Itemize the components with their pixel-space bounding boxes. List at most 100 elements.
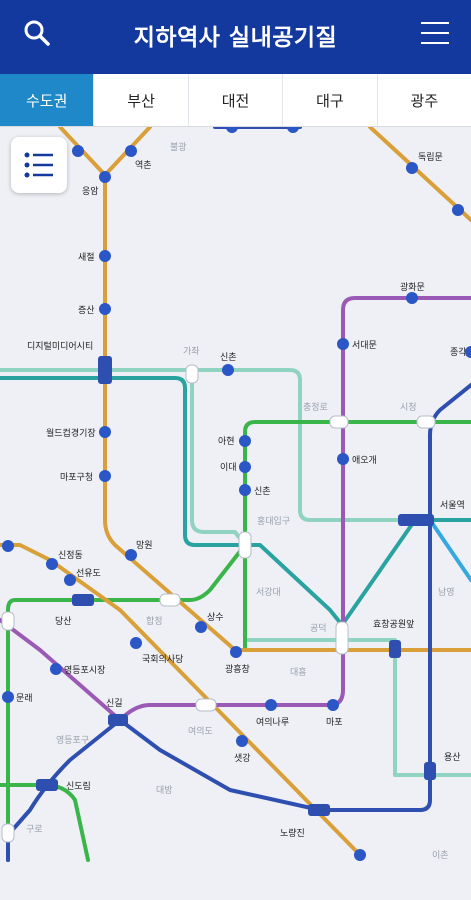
station-dot-dokbawi[interactable] xyxy=(406,162,418,174)
transfer-hapjeong[interactable] xyxy=(159,593,181,607)
app-header: 지하역사 실내공기질 xyxy=(0,0,471,74)
label-daeheung: 대흥 xyxy=(290,666,307,678)
region-tabs: 수도권 부산 대전 대구 광주 xyxy=(0,74,471,127)
label-aeogae: 애오개 xyxy=(352,455,377,466)
label-seogang: 서강대 xyxy=(256,587,281,598)
label-eungam: 응암 xyxy=(82,185,99,197)
transfer-noryangjin[interactable] xyxy=(308,804,330,816)
station-dot-gwangheungchang[interactable] xyxy=(230,646,242,658)
label-mullae: 문래 xyxy=(16,693,33,704)
line-4-lightblue xyxy=(428,518,471,582)
station-dot-ewha[interactable] xyxy=(239,461,251,473)
station-dot-mapo[interactable] xyxy=(327,699,339,711)
label-yeokchon: 역촌 xyxy=(135,160,152,171)
station-dot-mapogu[interactable] xyxy=(99,470,111,482)
label-dokbawi: 독립문 xyxy=(418,152,443,163)
station-dot-mangwon[interactable] xyxy=(125,549,137,561)
label-guro: 구로 xyxy=(26,824,43,835)
station-dot-ahyeon[interactable] xyxy=(239,435,251,447)
label-seodaemun: 서대문 xyxy=(352,340,377,351)
station-dot-worldcup[interactable] xyxy=(99,426,111,438)
transfer-yeouido[interactable] xyxy=(195,698,217,712)
tab-capital[interactable]: 수도권 xyxy=(0,74,94,126)
station-dot-seodaemun[interactable] xyxy=(337,338,349,350)
transfer-dangsan[interactable] xyxy=(72,594,94,606)
label-sinjeong: 신정동 xyxy=(58,550,83,561)
label-yongsan: 용산 xyxy=(444,752,461,763)
station-dot-north2[interactable] xyxy=(287,127,299,133)
label-sinchon: 신촌 xyxy=(254,486,271,497)
search-icon[interactable] xyxy=(22,18,52,48)
station-dot-yeouido-south[interactable] xyxy=(226,127,238,133)
label-dangsan: 당산 xyxy=(55,616,72,627)
menu-icon[interactable] xyxy=(418,18,452,48)
station-dot-sangsu[interactable] xyxy=(195,621,207,633)
label-saejeol: 새절 xyxy=(78,251,95,263)
transfer-guro[interactable] xyxy=(1,823,15,843)
station-dot-yeokchon[interactable] xyxy=(125,145,137,157)
station-dot-sinjeong[interactable] xyxy=(46,558,58,570)
label-ahyeon: 아현 xyxy=(218,436,235,447)
transfer-gongdeok[interactable] xyxy=(335,621,349,655)
transfer-chungjeongno[interactable] xyxy=(329,415,349,429)
tab-gwangju[interactable]: 광주 xyxy=(376,74,471,126)
label-daebang: 대방 xyxy=(156,785,173,796)
transfer-sindorim[interactable] xyxy=(36,779,58,791)
transfer-sicheong[interactable] xyxy=(416,415,436,429)
line-2 xyxy=(243,420,471,652)
transfer-giryeong[interactable] xyxy=(185,364,199,384)
station-dot-yeouinaru[interactable] xyxy=(265,699,277,711)
label-ichon: 이촌 xyxy=(432,850,449,861)
label-gwanghwamun: 광화문 xyxy=(400,281,425,293)
transfer-singil[interactable] xyxy=(108,714,128,726)
station-dot-mullae[interactable] xyxy=(2,691,14,703)
station-dot-eungam[interactable] xyxy=(72,145,84,157)
transfer-hyochang[interactable] xyxy=(389,640,401,658)
legend-button[interactable] xyxy=(11,137,67,193)
label-dmc: 디지털미디어시티 xyxy=(27,340,93,352)
list-icon xyxy=(24,152,53,178)
label-saetgang: 샛강 xyxy=(234,753,251,764)
station-dot-ne[interactable] xyxy=(452,204,464,216)
line-gold-ne xyxy=(368,127,471,222)
line-airport xyxy=(0,376,471,627)
label-bulgwang: 불광 xyxy=(170,141,187,153)
line-2-west xyxy=(6,543,247,862)
tab-daejeon[interactable]: 대전 xyxy=(187,74,282,126)
station-dot-jonggak[interactable] xyxy=(465,346,471,358)
label-yeongdeungpo: 영등포시장 xyxy=(64,665,105,676)
label-seonyudo: 선유도 xyxy=(76,568,101,579)
label-hyochang: 효창공원앞 xyxy=(373,618,414,630)
label-gwangheungchang: 광흥창 xyxy=(225,663,250,675)
station-dot-seonyudo[interactable] xyxy=(64,574,76,586)
transfer-seoulstation[interactable] xyxy=(398,514,434,526)
transfer-hongik[interactable] xyxy=(238,531,252,559)
label-singil: 신길 xyxy=(106,698,123,709)
station-dot-sinchon2[interactable] xyxy=(222,364,234,376)
label-ewha: 이대 xyxy=(220,462,237,473)
subway-map[interactable]: 역촌 응암 새절 증산 디지털미디어시티 월드컵경기장 마포구청 망원 독립문 … xyxy=(0,127,471,900)
station-dot-west[interactable] xyxy=(2,540,14,552)
station-dot-gukhoe[interactable] xyxy=(130,637,142,649)
station-dot-aeogae[interactable] xyxy=(337,453,349,465)
label-hongik: 홍대입구 xyxy=(257,515,290,527)
label-gukhoe: 국회의사당 xyxy=(142,654,183,665)
tab-busan[interactable]: 부산 xyxy=(93,74,187,126)
station-dot-gwanghwamun[interactable] xyxy=(406,292,418,304)
station-dot-sinchon[interactable] xyxy=(239,484,251,496)
label-jonggak: 종각 xyxy=(450,346,467,358)
tab-daegu[interactable]: 대구 xyxy=(282,74,376,126)
transfer-west[interactable] xyxy=(1,611,15,631)
label-mapo: 마포 xyxy=(326,717,343,728)
station-dot-bottom[interactable] xyxy=(354,849,366,861)
label-gongdeok: 공덕 xyxy=(310,623,327,634)
station-dot-saejeol[interactable] xyxy=(99,250,111,262)
label-yeouinaru: 여의나루 xyxy=(256,716,289,728)
transfer-dmc[interactable] xyxy=(98,356,112,384)
station-dot-top[interactable] xyxy=(99,171,111,183)
transfer-yongsan[interactable] xyxy=(424,762,436,780)
station-dot-yeongdeungpo[interactable] xyxy=(50,663,62,675)
station-dot-saetgang[interactable] xyxy=(236,735,248,747)
label-mapogu: 마포구청 xyxy=(60,472,93,483)
station-dot-jeungsan[interactable] xyxy=(99,303,111,315)
